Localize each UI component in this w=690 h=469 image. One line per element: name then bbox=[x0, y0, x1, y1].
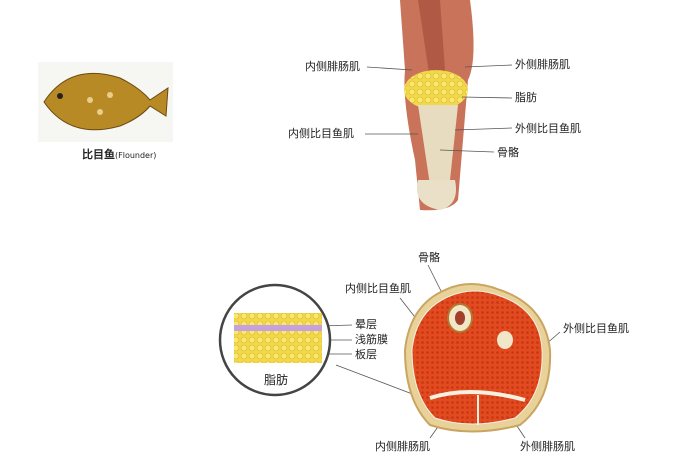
label-medial-gastrocnemius: 内侧腓肠肌 bbox=[305, 60, 360, 73]
label-lateral-soleus: 外侧比目鱼肌 bbox=[515, 122, 581, 135]
label-fat: 脂肪 bbox=[515, 91, 537, 104]
inset-label-fascia: 浅筋膜 bbox=[355, 333, 388, 346]
inset-label-lamellar: 板层 bbox=[355, 348, 377, 361]
cs-label-bone: 骨骼 bbox=[418, 251, 440, 264]
label-bone: 骨骼 bbox=[497, 146, 519, 159]
caption-en: (Flounder) bbox=[115, 151, 157, 160]
label-lateral-gastrocnemius: 外侧腓肠肌 bbox=[515, 58, 570, 71]
cs-label-medial-soleus: 内侧比目鱼肌 bbox=[345, 282, 411, 295]
caption-cn: 比目鱼 bbox=[82, 148, 115, 161]
calf-muscle-illustration bbox=[400, 0, 474, 211]
cs-label-medial-gastrocnemius: 内侧腓肠肌 bbox=[375, 440, 430, 453]
cs-label-lateral-soleus: 外侧比目鱼肌 bbox=[563, 322, 629, 335]
cross-section-illustration bbox=[403, 283, 552, 433]
inset-label-areolar: 晕层 bbox=[355, 318, 377, 331]
label-medial-soleus: 内侧比目鱼肌 bbox=[288, 127, 354, 140]
fat-layer-inset bbox=[218, 283, 332, 397]
cs-label-lateral-gastrocnemius: 外侧腓肠肌 bbox=[520, 440, 575, 453]
inset-title: 脂肪 bbox=[264, 373, 289, 387]
flounder-illustration bbox=[38, 62, 173, 142]
flounder-caption: 比目鱼(Flounder) bbox=[82, 146, 156, 162]
